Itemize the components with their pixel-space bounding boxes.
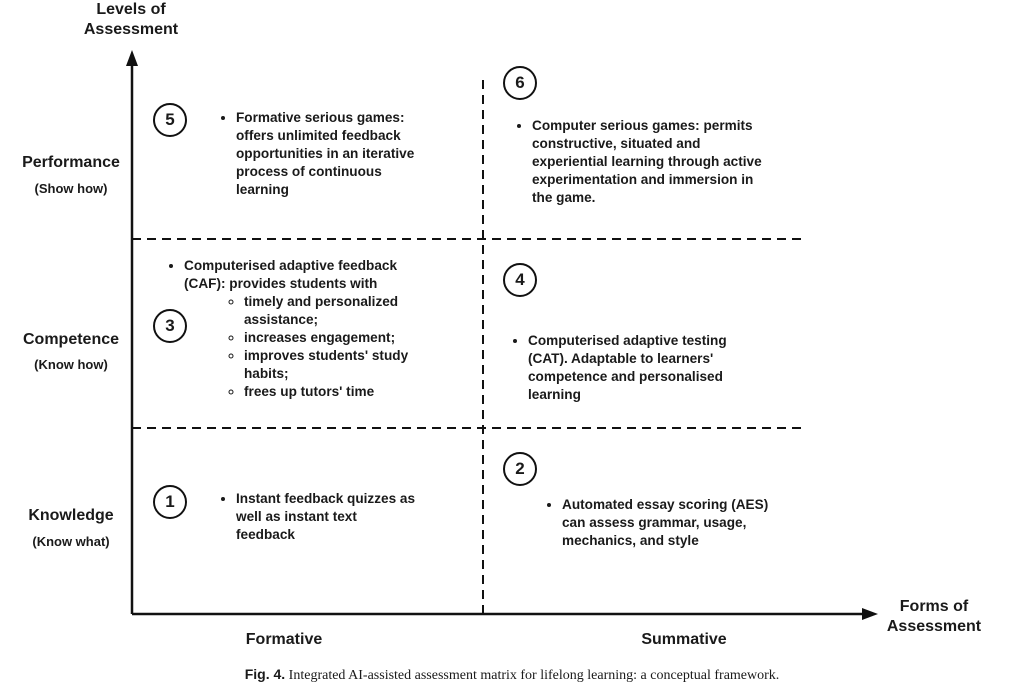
cell-5-number-badge: 5	[153, 103, 187, 137]
y-axis-title: Levels of Assessment	[66, 0, 196, 40]
cell-1-text: Instant feedback quizzes as well as inst…	[218, 490, 418, 544]
cell-3-sub-item: timely and personalized assistance;	[244, 293, 436, 329]
row-sub-competence: (Know how)	[34, 357, 108, 372]
row-sub-knowledge: (Know what)	[32, 534, 110, 549]
cell-2-bullet: Automated essay scoring (AES) can assess…	[562, 496, 774, 550]
column-label-summative: Summative	[641, 631, 727, 648]
y-axis-title-line2: Assessment	[83, 21, 179, 38]
cell-1-number-badge: 1	[153, 485, 187, 519]
figure-caption: Fig. 4. Integrated AI-assisted assessmen…	[0, 666, 1024, 684]
cell-3-sub-item: frees up tutors' time	[244, 383, 436, 401]
x-axis-arrow	[862, 608, 878, 620]
cell-6-text: Computer serious games: permits construc…	[514, 117, 774, 207]
figure-caption-label: Fig. 4.	[244, 666, 286, 682]
cell-3-sub-item: improves students' study habits;	[244, 347, 436, 383]
figure-caption-text: Integrated AI-assisted assessment matrix…	[288, 668, 780, 683]
cell-3-text: Computerised adaptive feedback (CAF): pr…	[166, 257, 436, 401]
cell-4-text: Computerised adaptive testing (CAT). Ada…	[510, 332, 770, 404]
cell-1-bullet: Instant feedback quizzes as well as inst…	[236, 490, 418, 544]
row-sub-performance: (Show how)	[34, 181, 108, 196]
cell-2-text: Automated essay scoring (AES) can assess…	[544, 496, 774, 550]
cell-6-bullet: Computer serious games: permits construc…	[532, 117, 774, 207]
x-axis-title-line2: Assessment	[886, 618, 982, 635]
cell-3-bullet: Computerised adaptive feedback (CAF): pr…	[184, 257, 436, 401]
row-label-competence: Competence	[22, 331, 120, 348]
x-axis-title: Forms of Assessment	[872, 597, 996, 637]
y-axis-title-line1: Levels of	[96, 1, 166, 18]
cell-4-number-badge: 4	[503, 263, 537, 297]
y-axis-arrow	[126, 50, 138, 66]
cell-2-number-badge: 2	[503, 452, 537, 486]
cell-3-sub-item: increases engagement;	[244, 329, 436, 347]
x-axis-title-line1: Forms of	[899, 598, 969, 615]
row-label-knowledge: Knowledge	[28, 507, 114, 524]
cell-3-number-badge: 3	[153, 309, 187, 343]
cell-4-bullet: Computerised adaptive testing (CAT). Ada…	[528, 332, 770, 404]
cell-3-bullet-text: Computerised adaptive feedback (CAF): pr…	[184, 258, 398, 291]
row-label-performance: Performance	[22, 154, 120, 171]
column-label-formative: Formative	[245, 631, 323, 648]
cell-6-number-badge: 6	[503, 66, 537, 100]
cell-5-text: Formative serious games: offers unlimite…	[218, 109, 438, 199]
cell-5-bullet: Formative serious games: offers unlimite…	[236, 109, 438, 199]
